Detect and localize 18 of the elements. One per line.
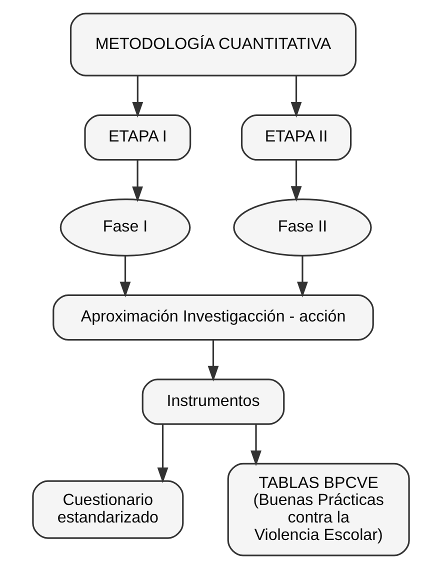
node-box: METODOLOGÍA CUANTITATIVA: [70, 12, 357, 76]
arrow: [250, 424, 262, 466]
node-box: ETAPA II: [240, 114, 352, 161]
arrow: [297, 256, 308, 298]
node-box: Instrumentos: [142, 378, 285, 425]
node-box: TABLAS BPCVE (Buenas Prácticas contra la Violencia Escolar): [227, 462, 410, 556]
node-box: Aproximación Investigacción - acción: [52, 294, 374, 341]
arrow: [132, 76, 144, 118]
arrow: [290, 160, 302, 202]
arrow: [208, 340, 219, 382]
node-ellipse: Fase II: [233, 198, 372, 256]
arrow: [120, 256, 131, 298]
node-box: ETAPA I: [84, 114, 192, 161]
node-box: Cuestionario estandarizado: [32, 480, 184, 539]
node-ellipse: Fase I: [60, 198, 191, 256]
arrow: [290, 76, 302, 118]
arrow: [132, 160, 144, 202]
arrow: [157, 424, 168, 484]
